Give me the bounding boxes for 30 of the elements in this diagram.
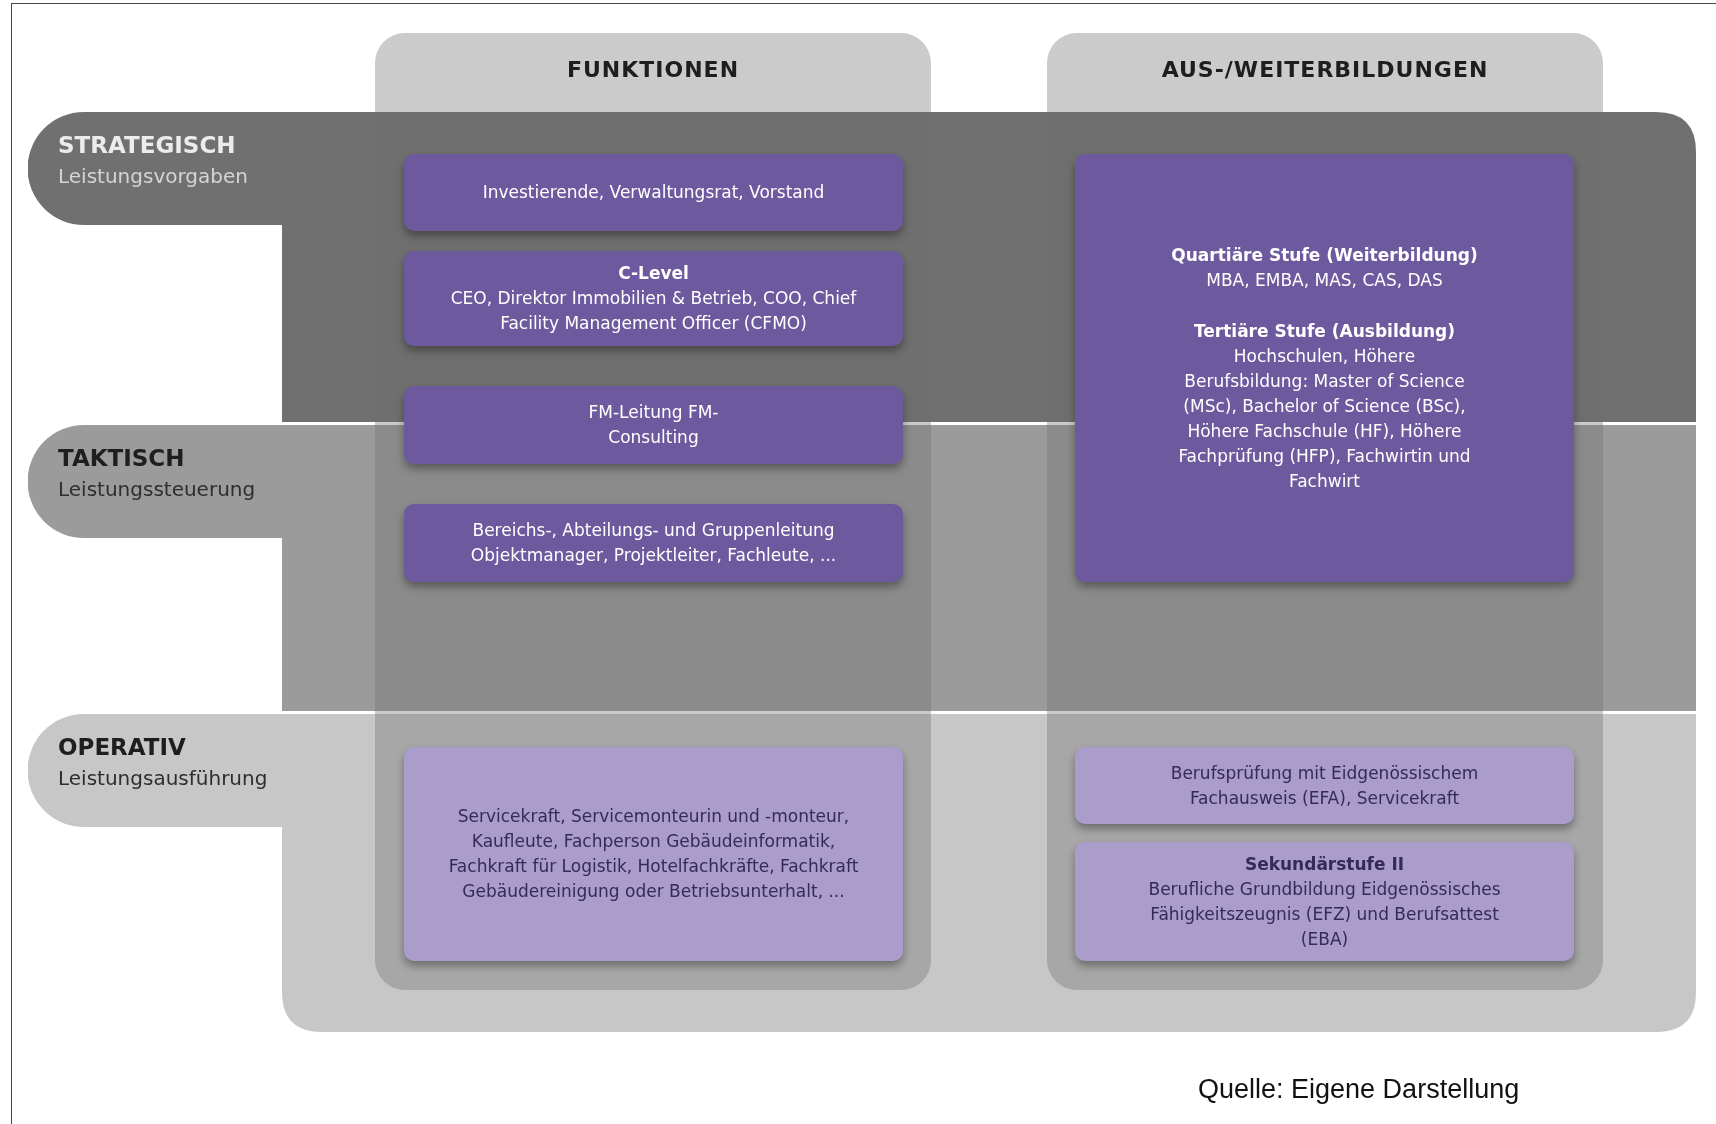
layer-subtitle: Leistungsausführung <box>58 766 268 790</box>
box-text: Berufliche Grundbildung Eidgenössisches Fähigkeitszeugnis (EFZ) und Berufsattest (EBA) <box>1147 877 1502 951</box>
text-box <box>1075 842 1574 961</box>
box-heading: Quartiäre Stufe (Weiterbildung) <box>1171 243 1478 267</box>
box-text: Hochschulen, Höhere Berufsbildung: Master of Science (MSc), Bachelor of Science (BSc), Höhere Fachschule (HF), Höhere Fachprüfung (HFP), Fachwirtin und Fachwirt <box>1177 344 1472 493</box>
layer-title: STRATEGISCH <box>58 132 236 158</box>
column-header: FUNKTIONEN <box>565 57 741 82</box>
box-text: FM-Leitung FM-Consulting <box>588 401 719 449</box>
column-header: AUS-/WEITERBILDUNGEN <box>1160 57 1490 82</box>
box-text: Berufsprüfung mit Eidgenössischem Fachausweis (EFA), Servicekraft <box>1169 761 1480 810</box>
text-box <box>404 504 903 582</box>
text-box <box>1075 154 1574 582</box>
layer-title: TAKTISCH <box>58 445 185 471</box>
text-box <box>404 747 903 961</box>
text-box <box>404 386 903 464</box>
box-heading: Tertiäre Stufe (Ausbildung) <box>1193 319 1456 343</box>
text-box <box>1075 747 1574 824</box>
text-box <box>404 251 903 346</box>
box-text: Investierende, Verwaltungsrat, Vorstand <box>482 181 825 204</box>
text-box <box>404 154 903 231</box>
box-text: Servicekraft, Servicemonteurin und -monteur, Kaufleute, Fachperson Gebäudeinformatik, Fachkraft für Logistik, Hotelfachkräfte, Fachkraft Gebäudereinigung oder Betriebsunterhalt, ... <box>448 805 859 903</box>
box-heading: C-Level <box>618 262 689 285</box>
layer-subtitle: Leistungssteuerung <box>58 477 256 501</box>
box-text: Bereichs-, Abteilungs- und Gruppenleitung Objektmanager, Projektleiter, Fachleute, ... <box>469 519 838 567</box>
source-caption: Quelle: Eigene Darstellung <box>1198 1074 1520 1105</box>
layer-subtitle: Leistungsvorgaben <box>58 164 248 188</box>
box-text: CEO, Direktor Immobilien & Betrieb, COO, Chief Facility Management Officer (CFMO) <box>449 287 858 335</box>
layer-title: OPERATIV <box>58 734 186 760</box>
box-heading: Sekundärstufe II <box>1244 852 1405 876</box>
box-text: MBA, EMBA, MAS, CAS, DAS <box>1206 268 1443 292</box>
